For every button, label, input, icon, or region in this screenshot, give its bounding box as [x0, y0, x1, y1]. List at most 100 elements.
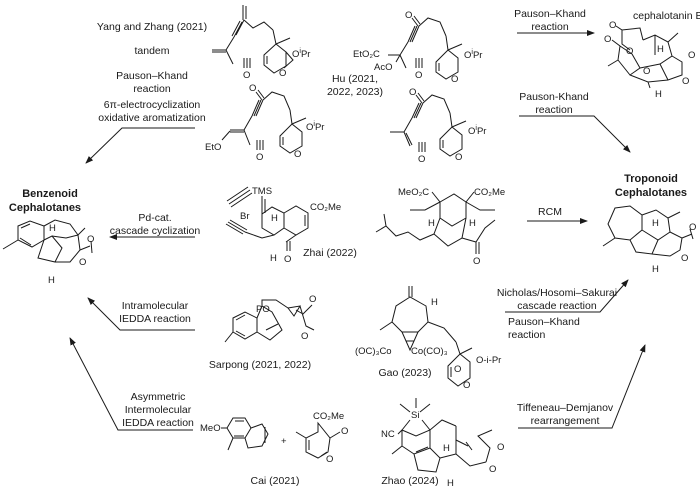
pyrone-o-2: O — [326, 454, 333, 465]
o-cb-2: O — [604, 34, 611, 45]
arrow-gao-to-troponoid — [505, 279, 629, 313]
pd-h-2: H — [270, 253, 277, 264]
trop-h-2: H — [652, 264, 659, 275]
arrow-to-troponoid-top — [519, 115, 631, 153]
benz-h-2: H — [48, 275, 55, 286]
gao-o-2: O — [463, 380, 470, 391]
hu-top-arrow-group: Pauson–Khand reaction — [514, 8, 595, 36]
gao-arrow-group: Nicholas/Hosomi–Sakurai cascade reaction… — [497, 279, 629, 341]
ketone-o-label-3: O — [405, 10, 412, 21]
condition-tiffeneau: Tiffeneau–Demjanov — [517, 402, 614, 414]
oipr-label: OiPr — [292, 48, 310, 60]
arrow-sarpong-to-benzenoid — [87, 297, 195, 331]
condition-intermolecular: Intermolecular — [125, 404, 192, 416]
o-cb-6: O — [643, 66, 650, 77]
zhao-arrow-group: Tiffeneau–Demjanov rearrangement — [517, 344, 646, 429]
condition-asymmetric: Asymmetric — [131, 391, 186, 403]
author-sarpong: Sarpong (2021, 2022) — [209, 359, 311, 371]
condition-pk-reaction: reaction — [133, 83, 171, 95]
sarpong-arrow-group: Intramolecular IEDDA reaction — [87, 297, 195, 331]
condition-electrocyclization: 6π-electrocyclization — [104, 99, 201, 111]
author-yang-zhang: Yang and Zhang (2021) — [97, 21, 207, 33]
arrow-zhao-to-troponoid — [518, 344, 646, 429]
benz-h-1: H — [49, 223, 56, 234]
o-label-3: O — [451, 74, 458, 85]
benzenoid-title-2: Cephalotanes — [9, 202, 81, 214]
troponoid-target: Troponoid Cephalotanes O O H H — [602, 173, 696, 275]
co-label: O — [243, 70, 250, 81]
molecule-cai-indene: MeO + Cai (2021) — [200, 417, 300, 487]
o-cb-4: O — [688, 50, 695, 61]
condition-cascade: cascade reaction — [517, 300, 597, 312]
rcm-arrow-group: RCM — [527, 206, 588, 224]
condition-nicholas: Nicholas/Hosomi–Sakurai — [497, 287, 617, 299]
condition-hu-pk-reaction: reaction — [531, 21, 569, 33]
plus-sign: + — [281, 436, 287, 447]
meo-label: MeO — [200, 423, 221, 434]
zhai-co2me-label: CO₂Me — [474, 187, 505, 198]
pd-h-1: H — [271, 213, 278, 224]
ketone-o-label-4: O — [409, 87, 416, 98]
author-gao: Gao (2023) — [378, 367, 431, 379]
molecule-cai-pyrone: CO₂Me O O — [295, 411, 348, 465]
condition-iedda: IEDDA reaction — [119, 313, 191, 325]
tms-label: TMS — [252, 186, 272, 197]
oipr-label-3: OiPr — [464, 49, 482, 61]
condition-pd-cat: Pd-cat. — [138, 212, 171, 224]
molecule-yang-zhang-1: OiPr O O — [212, 5, 310, 81]
h-cb-2: H — [655, 89, 662, 100]
molecule-pd-substrate: TMS Br CO₂Me O H H — [225, 186, 341, 265]
molecule-zhao-substrate: Si NC H H O O Zhao (2024) — [381, 398, 504, 489]
condition-rcm: RCM — [538, 206, 562, 218]
condition-gao-pk-reaction: reaction — [508, 329, 546, 341]
molecule-gao-substrate: H (OC)₃Co Co(CO)₃ O O O-i-Pr Gao (2023) — [355, 286, 501, 391]
troponoid-title-2: Cephalotanes — [615, 187, 687, 199]
condition-pd-cascade: cascade cyclization — [110, 225, 201, 237]
nc-label: NC — [381, 429, 395, 440]
ketone-o-label: O — [249, 83, 256, 94]
aco-label: AcO — [374, 62, 392, 73]
pyrone-o-1: O — [341, 426, 348, 437]
br-label: Br — [240, 211, 250, 222]
o-label-4: O — [455, 152, 462, 163]
o-cb-5: O — [682, 76, 689, 87]
cai-arrow-group: Asymmetric Intermolecular IEDDA reaction — [69, 337, 194, 431]
author-hu-line2: 2022, 2023) — [327, 86, 383, 98]
oipr-label-2: OiPr — [306, 121, 324, 133]
pyrone-co2me-label: CO₂Me — [313, 411, 344, 422]
zhai-o-label: O — [473, 256, 480, 267]
condition-rearrangement: rearrangement — [531, 415, 600, 427]
co-label-3: O — [415, 70, 422, 81]
molecule-yang-zhang-2: O EtO OiPr O O — [205, 83, 324, 163]
benzenoid-target: Benzenoid Cephalotanes O O H H — [2, 188, 94, 286]
pd-o-label: O — [284, 254, 291, 265]
benz-o-ring: O — [79, 257, 86, 268]
gao-h-label: H — [431, 297, 438, 308]
pd-arrow-group: Pd-cat. cascade cyclization — [109, 212, 201, 240]
molecule-hu-2: O OiPr O O — [390, 87, 486, 165]
oipr-label-4: OiPr — [468, 125, 486, 137]
zhao-o-2: O — [489, 464, 496, 475]
molecule-sarpong-substrate: PO O O Sarpong (2021, 2022) — [209, 294, 316, 371]
condition-hu-pk-reaction-2: reaction — [535, 104, 573, 116]
condition-iedda-2: IEDDA reaction — [122, 417, 194, 429]
hu-bottom-arrow-group: Pauson-Khand reaction — [519, 91, 631, 153]
zhao-o-1: O — [497, 442, 504, 453]
h-cb-1: H — [657, 44, 664, 55]
meo2c-label: MeO₂C — [398, 187, 429, 198]
co-label-2: O — [256, 152, 263, 163]
zhao-h-2: H — [447, 478, 454, 489]
sarpong-o-2: O — [301, 331, 308, 342]
benz-o-carbonyl: O — [87, 234, 94, 245]
condition-intramolecular: Intramolecular — [122, 300, 189, 312]
condition-pk: Pauson–Khand — [116, 70, 188, 82]
troponoid-title-1: Troponoid — [624, 173, 678, 185]
molecule-cephalotanin-b: cephalotanin B O O O O O O H H — [604, 10, 700, 100]
author-hu-line1: Hu (2021, — [332, 73, 378, 85]
condition-tandem: tandem — [134, 45, 169, 57]
gao-o-1: O — [454, 364, 461, 375]
po-label: PO — [256, 304, 270, 315]
zhao-h-1: H — [443, 443, 450, 454]
condition-hu-pk: Pauson–Khand — [514, 8, 586, 20]
